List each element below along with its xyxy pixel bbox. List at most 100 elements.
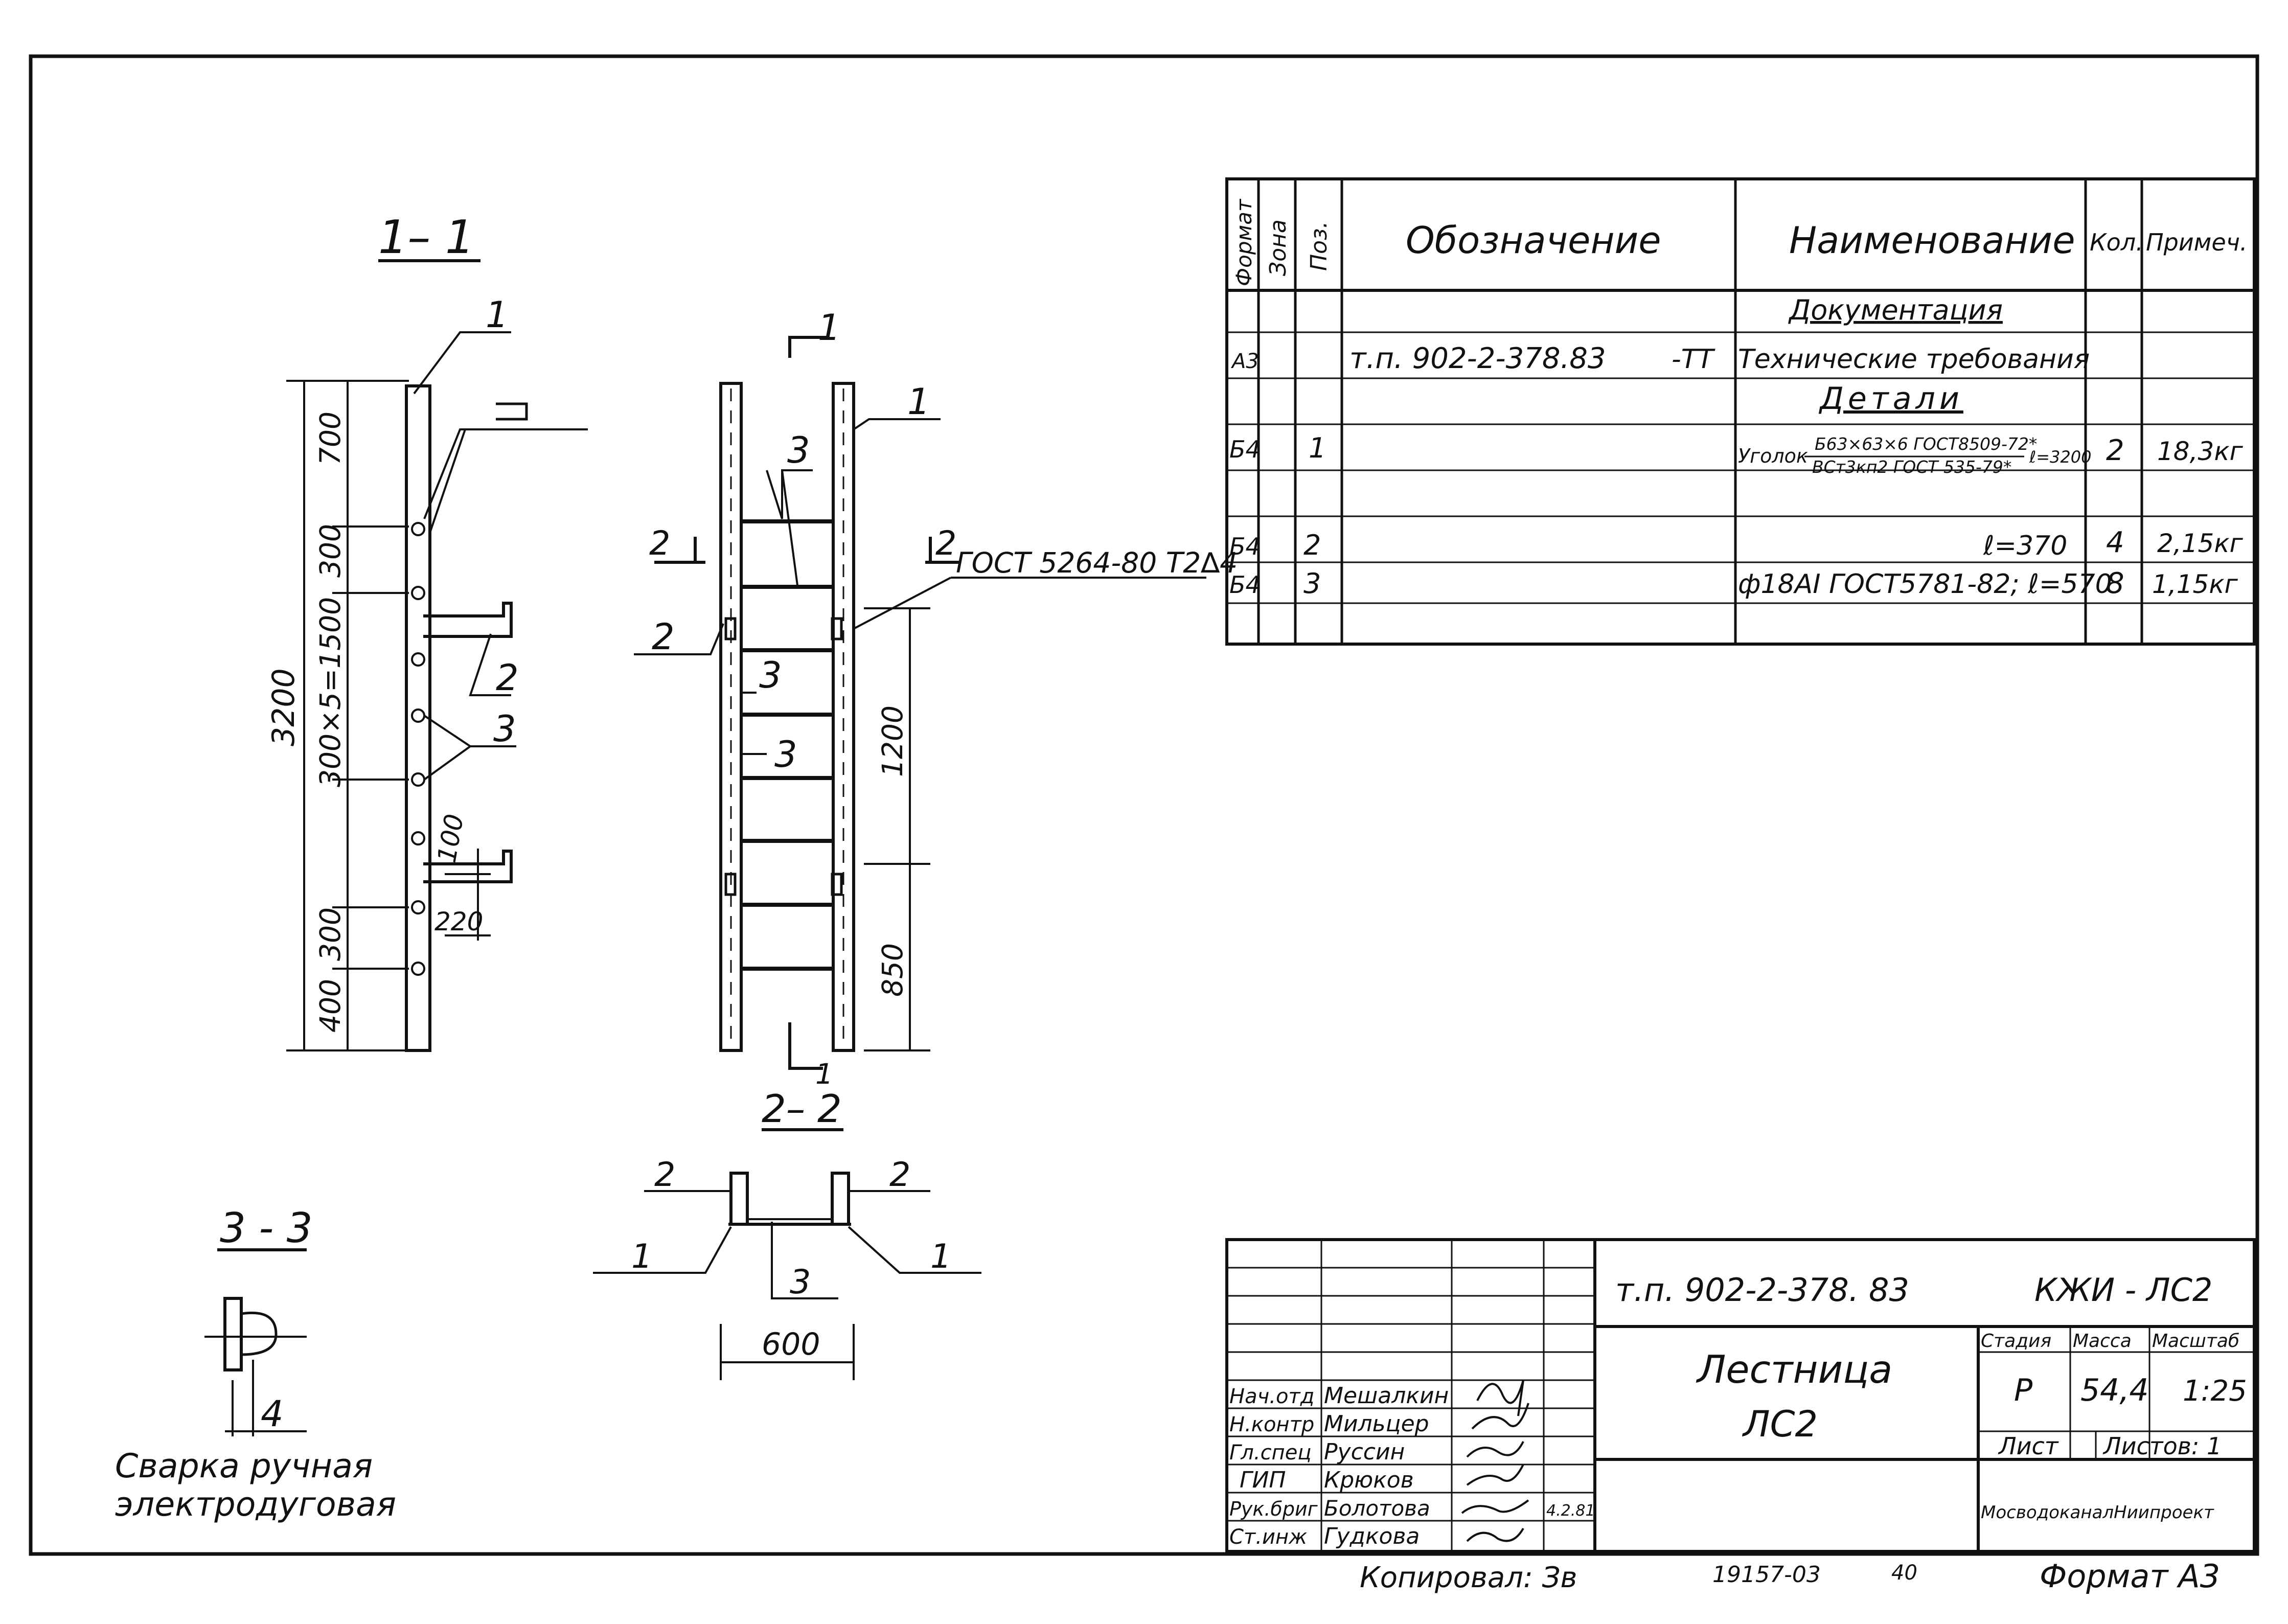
tb-role-3: ГИП	[1240, 1467, 1286, 1493]
row6-qty: 8	[2106, 567, 2124, 600]
hdr-pos: Поз.	[1306, 221, 1332, 271]
dim-100: 100	[432, 812, 470, 865]
row5-note: 2,15кг	[2157, 529, 2244, 558]
section-1-1-title: 1– 1	[378, 211, 474, 264]
row4-top: Б63×63×6 ГОСТ8509-72*	[1815, 434, 2037, 454]
signatures	[1461, 1380, 1529, 1542]
row4-len: ℓ=3200	[2029, 447, 2091, 467]
s22-callout-2-right: 2	[889, 1156, 910, 1194]
cut-mark-2-left: 2	[649, 524, 670, 563]
row6-pos: 3	[1303, 567, 1321, 600]
s22-callout-3: 3	[790, 1263, 811, 1301]
front-callout-3c: 3	[774, 734, 797, 775]
tb-role-2: Гл.спец	[1229, 1441, 1312, 1465]
spec-table: Формат Зона Поз. Обозначение Наименовани…	[1225, 177, 2256, 646]
footer-number: 19157-03	[1712, 1562, 1821, 1588]
tb-title-2: ЛС2	[1742, 1403, 1818, 1445]
callout-2: 2	[496, 657, 519, 699]
s33-callout-4: 4	[261, 1393, 284, 1435]
footer: Копировал: Зв 19157-03 40 Формат А3	[1360, 1558, 2220, 1595]
tb-name-5: Гудкова	[1324, 1523, 1420, 1549]
section-2-2-title: 2– 2	[762, 1086, 842, 1131]
front-callout-2: 2	[652, 616, 675, 658]
dim-300-bottom: 300	[314, 907, 347, 961]
footer-format: Формат А3	[2040, 1558, 2220, 1595]
tb-name-4: Болотова	[1324, 1496, 1430, 1521]
row4-pos: 1	[1309, 432, 1326, 464]
tb-name-2: Руссин	[1324, 1439, 1405, 1465]
hdr-name: Наименование	[1789, 219, 2075, 262]
front-view: 1 1 2 2 ГОСТ 5264-80 Т2∆4 1 2 3 3 3 120	[634, 307, 1238, 1090]
rail-right	[832, 382, 855, 1052]
tb-mass: 54,4	[2080, 1373, 2149, 1408]
tb-stage: Р	[2014, 1373, 2033, 1408]
row4-prefix: Уголок	[1738, 445, 1808, 467]
row-documentation: Документация	[1788, 294, 2003, 326]
tb-stage-label: Стадия	[1981, 1331, 2051, 1352]
tb-role-0: Нач.отд	[1229, 1385, 1314, 1408]
dim-1500: 300×5=1500	[314, 597, 347, 787]
front-callout-3a: 3	[787, 429, 810, 471]
weld-note: ГОСТ 5264-80 Т2∆4	[956, 546, 1238, 579]
tb-name-3: Крюков	[1324, 1467, 1414, 1493]
sheet-frame	[29, 54, 2259, 1556]
cut-mark-1-top: 1	[818, 307, 841, 349]
row4-bottom: ВСт3кп2 ГОСТ 535-79*	[1812, 457, 2011, 477]
footer-copied: Копировал: Зв	[1360, 1561, 1577, 1594]
row6-name: ф18АI ГОСТ5781-82; ℓ=570	[1738, 569, 2112, 600]
tb-doc-code: т.п. 902-2-378. 83	[1615, 1271, 1909, 1309]
tb-mass-label: Масса	[2073, 1331, 2132, 1352]
title-block: т.п. 902-2-378. 83 КЖИ - ЛС2 Лестница ЛС…	[1225, 1238, 2256, 1553]
row5-name: ℓ=370	[1983, 531, 2067, 561]
row2-format: А3	[1230, 350, 1259, 373]
s22-callout-2-left: 2	[654, 1156, 675, 1194]
tb-role-4: Рук.бриг	[1229, 1498, 1318, 1520]
row4-note: 18,3кг	[2157, 437, 2244, 466]
tb-scale-label: Масштаб	[2152, 1331, 2239, 1352]
dim-600: 600	[762, 1326, 820, 1362]
front-callout-3b: 3	[759, 654, 782, 696]
tb-sheet-label: Лист	[1998, 1432, 2059, 1460]
row5-qty: 4	[2106, 526, 2124, 559]
dim-220: 220	[434, 907, 483, 936]
dim-300-top: 300	[314, 524, 347, 578]
hdr-format: Формат	[1231, 198, 1256, 286]
tb-mark: КЖИ - ЛС2	[2034, 1271, 2212, 1309]
weld-caption-1: Сварка ручная	[115, 1447, 373, 1485]
tb-role-5: Ст.инж	[1229, 1525, 1307, 1549]
callout-3: 3	[493, 708, 516, 750]
footer-sheet-no: 40	[1891, 1561, 1917, 1585]
front-callout-1: 1	[907, 381, 930, 423]
dim-3200: 3200	[266, 668, 302, 746]
cut-mark-1-bottom: 1	[815, 1058, 833, 1090]
s22-callout-1-right: 1	[930, 1238, 951, 1276]
tb-role-1: Н.контр	[1229, 1413, 1314, 1436]
tb-organization: МосводоканалНиипроект	[1981, 1502, 2214, 1523]
section-3-3: 3 - 3 4 Сварка ручная электродуговая	[115, 1204, 396, 1524]
section-1-1: 1– 1 3200 700 300	[266, 211, 588, 1052]
row4-qty: 2	[2106, 434, 2124, 467]
hdr-note: Примеч.	[2146, 228, 2248, 256]
tb-date-4: 4.2.81	[1546, 1502, 1595, 1520]
cut-mark-2-right: 2	[935, 524, 956, 563]
hdr-designation: Обозначение	[1406, 219, 1661, 262]
hdr-zone: Зона	[1265, 219, 1291, 276]
tb-scale: 1:25	[2183, 1375, 2247, 1408]
dim-700: 700	[314, 411, 347, 465]
row2-code: т.п. 902-2-378.83	[1349, 342, 1606, 375]
section-3-3-title: 3 - 3	[220, 1204, 313, 1252]
dim-1200: 1200	[876, 705, 909, 777]
row2-suffix: -ТТ	[1672, 344, 1716, 375]
row-details: Детали	[1818, 381, 1963, 417]
row6-note: 1,15кг	[2152, 569, 2238, 599]
tb-name-0: Мешалкин	[1324, 1383, 1449, 1409]
dim-400: 400	[314, 979, 347, 1033]
rail-left	[719, 382, 743, 1052]
tb-name-1: Мильцер	[1324, 1411, 1429, 1437]
row2-name: Технические требования	[1738, 344, 2090, 375]
row5-pos: 2	[1303, 529, 1321, 561]
tb-sheets-label: Листов: 1	[2102, 1432, 2222, 1460]
row5-format: Б4	[1229, 533, 1261, 560]
section-2-2: 2– 2 2 2 1 1 3 600	[593, 1086, 981, 1380]
